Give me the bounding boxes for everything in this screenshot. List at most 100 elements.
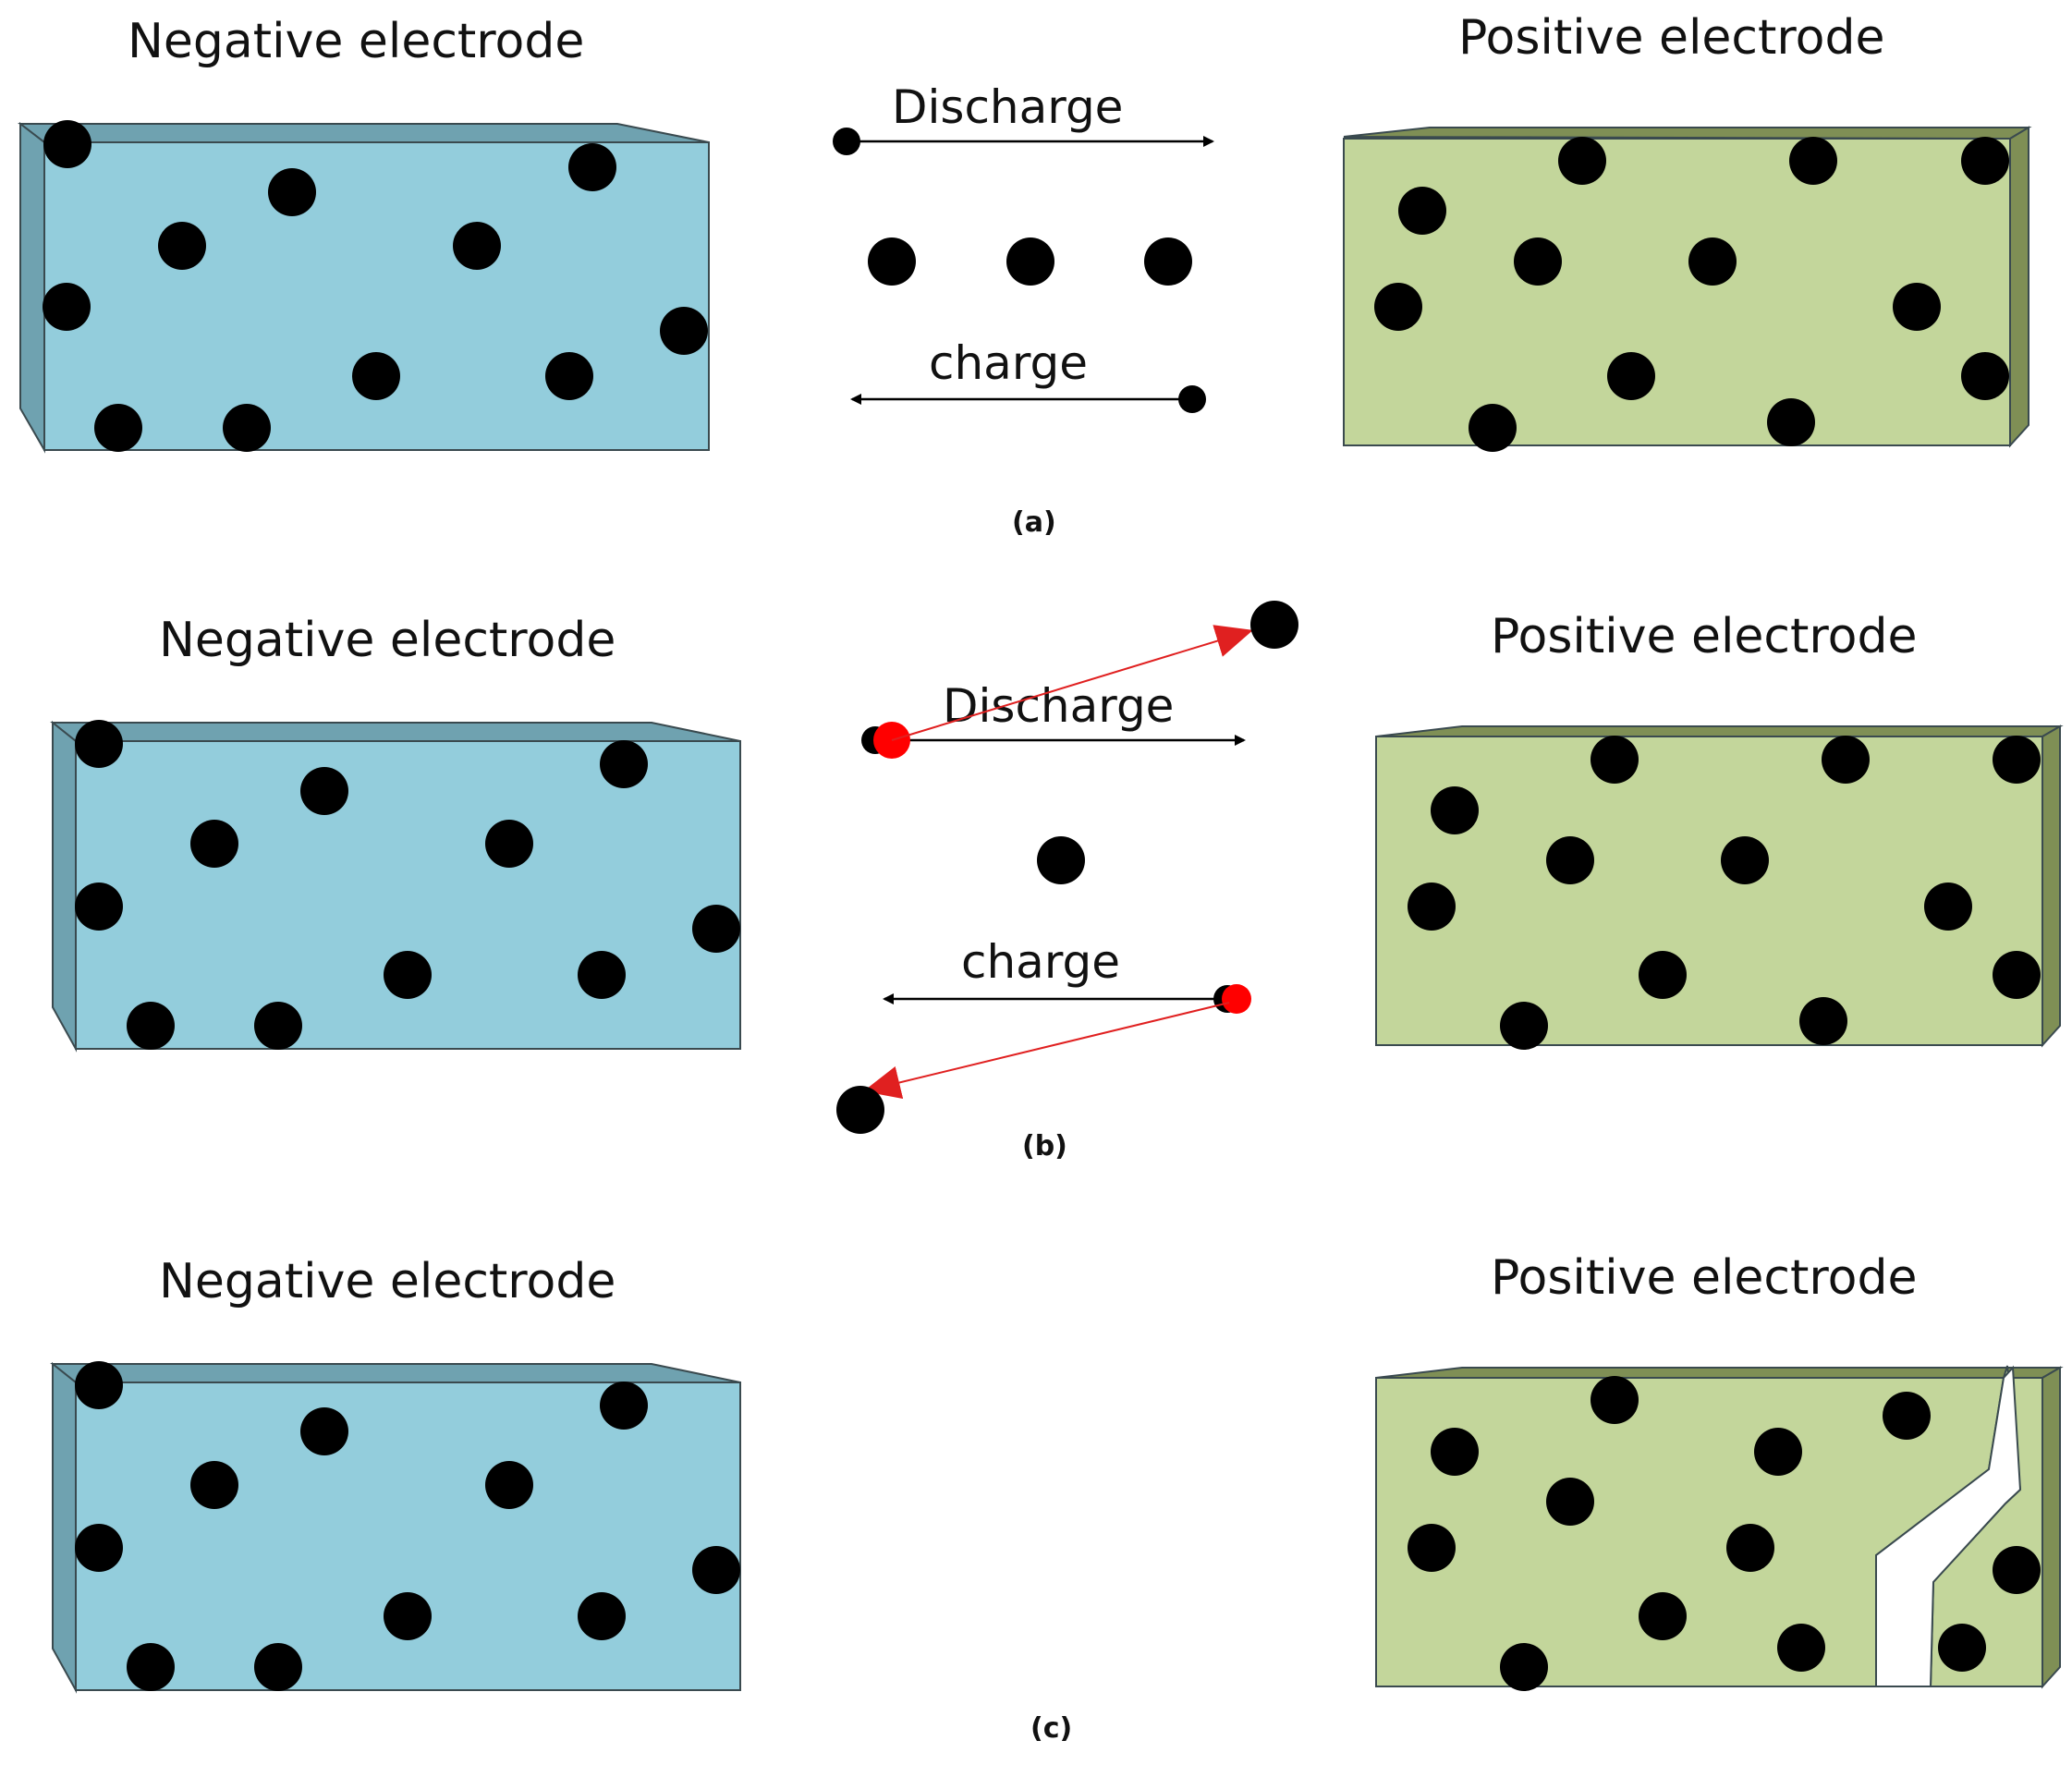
negative-electrode-top-face xyxy=(18,123,710,143)
discharge-label-b: Discharge xyxy=(943,679,1174,733)
negative-electrode-front-face xyxy=(75,1382,741,1691)
particle xyxy=(1799,997,1847,1045)
particle xyxy=(692,905,740,953)
red-arrow xyxy=(891,625,1253,741)
particle xyxy=(1993,736,2041,784)
particle xyxy=(1893,283,1941,331)
particle xyxy=(1639,951,1687,999)
particle xyxy=(1514,237,1562,286)
particle xyxy=(268,168,316,216)
particle xyxy=(1822,736,1870,784)
particle xyxy=(600,1382,648,1430)
particle xyxy=(1398,187,1446,235)
particle xyxy=(384,1592,432,1640)
particle xyxy=(75,882,123,931)
positive-electrode-particles xyxy=(1408,1376,2041,1691)
panel-c: Negative electrode Positive electrode xyxy=(50,1250,2064,1745)
particle xyxy=(75,1524,123,1572)
panel-b: Negative electrode Positive electrode xyxy=(50,601,2064,1162)
charge-arrow-b: charge xyxy=(836,935,1251,1134)
electrolyte-ions-b xyxy=(1037,836,1085,884)
particle xyxy=(190,820,238,868)
discharge-label-a: Discharge xyxy=(892,80,1123,134)
particle xyxy=(453,222,501,270)
charge-arrow-a: charge xyxy=(850,336,1206,413)
particle xyxy=(223,404,271,452)
charge-label-b: charge xyxy=(961,935,1120,989)
particle xyxy=(600,740,648,788)
negative-electrode-particles xyxy=(43,120,708,452)
particle xyxy=(836,1086,884,1134)
particle xyxy=(1469,404,1517,452)
negative-electrode-b xyxy=(50,720,741,1053)
particle xyxy=(1546,1478,1594,1526)
particle xyxy=(1726,1524,1774,1572)
positive-electrode-side-face xyxy=(2042,724,2061,1048)
particle xyxy=(1721,836,1769,884)
particle xyxy=(1961,137,2009,185)
negative-electrode-side-face xyxy=(19,121,45,454)
positive-electrode-label-c: Positive electrode xyxy=(1491,1250,1917,1306)
particle xyxy=(1777,1624,1825,1672)
particle xyxy=(352,352,400,400)
particle xyxy=(692,1546,740,1594)
red-arrow xyxy=(863,1002,1230,1100)
particle xyxy=(1767,398,1815,446)
particle xyxy=(43,120,91,168)
particle xyxy=(94,404,142,452)
positive-electrode-top-face xyxy=(1343,127,2032,140)
particle xyxy=(1006,237,1054,286)
particle xyxy=(660,307,708,355)
negative-electrode-front-face xyxy=(75,740,741,1050)
discharge-arrow-b: Discharge xyxy=(861,601,1298,759)
positive-electrode-particles xyxy=(1408,736,2041,1050)
particle xyxy=(254,1002,302,1050)
particle xyxy=(568,143,616,191)
particle xyxy=(485,1461,533,1509)
particle xyxy=(300,1407,348,1455)
particle xyxy=(1883,1392,1931,1440)
caption-a: (a) xyxy=(1012,506,1056,539)
negative-electrode-label-a: Negative electrode xyxy=(128,14,584,69)
crack xyxy=(1875,1365,2022,1687)
particle xyxy=(1993,951,2041,999)
particle xyxy=(1688,237,1737,286)
negative-electrode-a xyxy=(18,120,710,454)
particle xyxy=(1250,601,1298,649)
particle xyxy=(384,951,432,999)
particle xyxy=(578,1592,626,1640)
particle xyxy=(75,1361,123,1409)
particle xyxy=(485,820,533,868)
negative-electrode-side-face xyxy=(52,1361,77,1694)
negative-electrode-label-b: Negative electrode xyxy=(159,613,616,668)
particle xyxy=(868,237,916,286)
positive-electrode-label-a: Positive electrode xyxy=(1458,10,1884,66)
electrolyte-ions-a xyxy=(868,237,1192,286)
discharge-arrow-a: Discharge xyxy=(833,80,1214,155)
particle xyxy=(1431,786,1479,834)
particle xyxy=(1789,137,1837,185)
positive-electrode-c-cracked xyxy=(1375,1365,2064,1691)
particle xyxy=(578,951,626,999)
particle xyxy=(1754,1428,1802,1476)
particle xyxy=(1591,1376,1639,1424)
negative-electrode-top-face xyxy=(50,722,741,742)
particle xyxy=(1558,137,1606,185)
particle xyxy=(127,1643,175,1691)
particle xyxy=(1591,736,1639,784)
particle xyxy=(1037,836,1085,884)
particle xyxy=(300,767,348,815)
particle xyxy=(254,1643,302,1691)
caption-b: (b) xyxy=(1022,1130,1067,1162)
particle xyxy=(1374,283,1422,331)
particle xyxy=(545,352,593,400)
particle xyxy=(1607,352,1655,400)
positive-electrode-side-face xyxy=(2042,1366,2061,1689)
particle xyxy=(43,283,91,331)
negative-electrode-particles xyxy=(75,1361,740,1691)
particle xyxy=(1144,237,1192,286)
negative-electrode-top-face xyxy=(50,1363,741,1383)
negative-electrode-c xyxy=(50,1361,741,1694)
particle xyxy=(158,222,206,270)
